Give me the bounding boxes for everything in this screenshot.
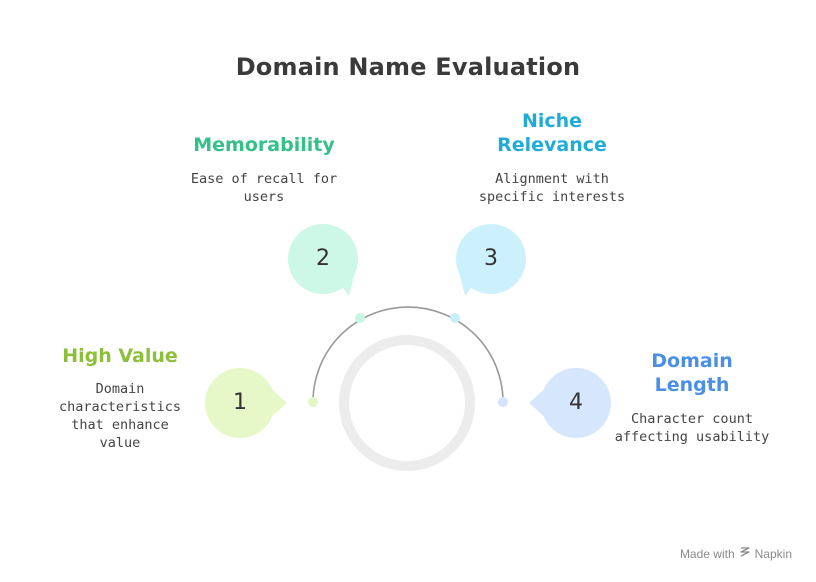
made-with-napkin[interactable]: Made with Napkin <box>680 546 792 561</box>
connector-arc <box>312 306 504 403</box>
step-number-3: 3 <box>484 246 498 271</box>
bubble-2 <box>288 224 358 296</box>
heading-niche-relevance: Niche Relevance <box>462 109 642 157</box>
connector-dot-3 <box>450 313 460 323</box>
desc-line: Domain <box>95 381 145 397</box>
desc-high-value: Domain characteristics that enhance valu… <box>40 380 200 452</box>
heading-line: Niche <box>521 110 583 132</box>
desc-line: users <box>243 189 285 205</box>
heading-line: Memorability <box>193 134 335 156</box>
heading-high-value: High Value <box>40 344 200 368</box>
bubble-3 <box>456 224 526 296</box>
heading-line: Relevance <box>497 134 607 156</box>
central-ring <box>339 335 475 471</box>
heading-domain-length: Domain Length <box>612 349 772 397</box>
desc-line: specific interests <box>478 189 626 205</box>
desc-line: Character count <box>631 411 753 427</box>
connector-dot-4 <box>498 397 508 407</box>
heading-line: Domain <box>651 350 733 372</box>
step-number-2: 2 <box>316 246 330 271</box>
heading-line: Length <box>654 374 730 396</box>
desc-niche-relevance: Alignment with specific interests <box>462 170 642 206</box>
desc-domain-length: Character count affecting usability <box>612 410 772 446</box>
heading-line: High Value <box>62 345 178 367</box>
napkin-logo-icon <box>739 546 751 561</box>
desc-line: characteristics <box>59 399 181 415</box>
heading-memorability: Memorability <box>174 133 354 157</box>
desc-line: affecting usability <box>614 429 770 445</box>
connector-dot-2 <box>355 313 365 323</box>
desc-memorability: Ease of recall for users <box>174 170 354 206</box>
diagram-title: Domain Name Evaluation <box>235 53 581 81</box>
bubble-4 <box>529 368 611 438</box>
connector-dot-1 <box>308 397 318 407</box>
step-number-1: 1 <box>233 390 247 415</box>
bubble-1 <box>205 368 287 438</box>
made-with-label: Made with <box>679 546 735 561</box>
brand-name: Napkin <box>754 546 792 561</box>
desc-line: Ease of recall for <box>190 171 338 187</box>
desc-line: that enhance <box>71 417 169 433</box>
desc-line: value <box>99 435 141 451</box>
desc-line: Alignment with <box>495 171 609 187</box>
step-number-4: 4 <box>569 390 583 415</box>
